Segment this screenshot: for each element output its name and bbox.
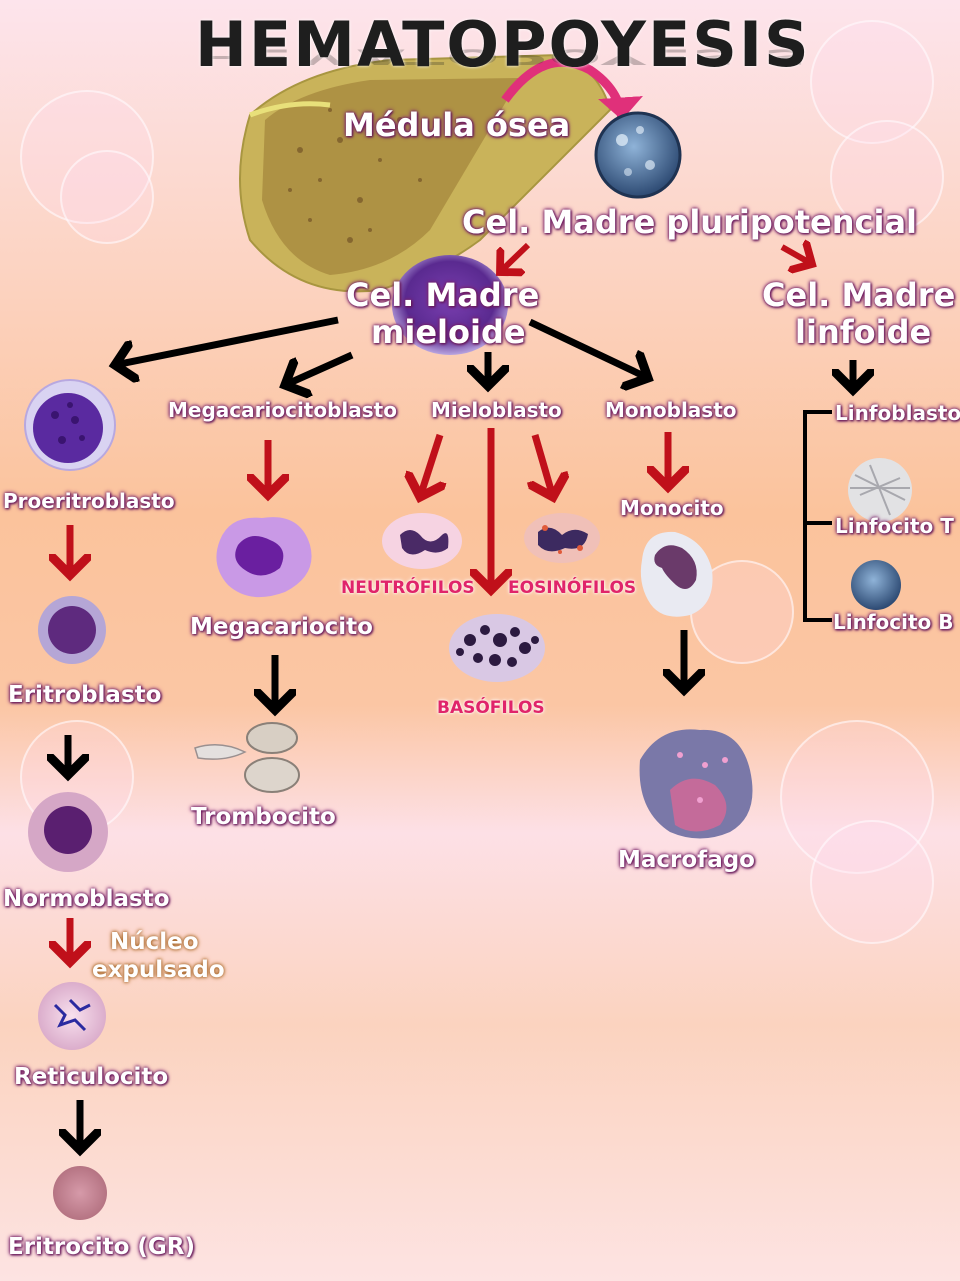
- proerythroblast-image: [24, 379, 116, 471]
- eosinophil-image: [524, 513, 600, 563]
- label-mieloide-line2: mieloide: [371, 313, 526, 351]
- myeloid-stem-cell-image: [392, 255, 508, 355]
- background-circle: [830, 120, 944, 234]
- background-circle: [810, 820, 934, 944]
- stem-cell-image: [594, 111, 682, 199]
- label-eritroblasto: Eritroblasto: [8, 682, 162, 708]
- label-megacariocitoblasto: Megacariocitoblasto: [168, 398, 397, 422]
- normoblast-image: [28, 792, 108, 872]
- background-circle: [60, 150, 154, 244]
- neutrophil-image: [382, 513, 462, 569]
- lymphoid-bracket: [803, 410, 832, 622]
- label-mieloide-line1: Cel. Madre: [346, 276, 540, 314]
- label-normoblasto: Normoblasto: [3, 886, 170, 912]
- lymphocyte-t-image: [848, 458, 912, 522]
- reticulocyte-image: [38, 982, 106, 1050]
- erythroblast-image: [38, 596, 106, 664]
- label-linfocito-b: Linfocito B: [833, 610, 954, 634]
- label-reticulocito: Reticulocito: [14, 1064, 169, 1090]
- arrow: [115, 316, 339, 365]
- label-linfoblasto: Linfoblasto: [835, 401, 960, 425]
- label-monocito: Monocito: [620, 496, 724, 520]
- megakaryocyte-image: [216, 517, 312, 598]
- label-macrofago: Macrofago: [618, 847, 755, 873]
- label-megacariocito: Megacariocito: [190, 614, 373, 640]
- label-basofilos: BASÓFILOS: [437, 698, 545, 718]
- arrow: [285, 351, 354, 385]
- label-medula-osea: Médula ósea: [343, 106, 571, 144]
- macrophage-image: [639, 729, 753, 839]
- label-linfoide-line1: Cel. Madre: [762, 276, 956, 314]
- label-neutrofilos: NEUTRÓFILOS: [341, 578, 475, 598]
- label-linfocito-t: Linfocito T: [835, 514, 954, 538]
- label-monoblasto: Monoblasto: [605, 398, 737, 422]
- label-linfoide-line2: linfoide: [795, 313, 932, 351]
- arrow: [500, 242, 531, 272]
- arrow: [528, 318, 648, 378]
- label-trombocito: Trombocito: [191, 804, 336, 830]
- label-eritrocito: Eritrocito (GR): [8, 1234, 196, 1260]
- label-nucleo-expulsado-line2: expulsado: [92, 957, 225, 983]
- monocyte-image: [640, 531, 713, 617]
- bone-illustration: [239, 53, 612, 293]
- erythrocyte-image: [53, 1166, 107, 1220]
- label-nucleo-expulsado-line1: Núcleo: [110, 929, 199, 955]
- arrow: [420, 433, 440, 497]
- arrow: [780, 247, 812, 264]
- arrow: [535, 434, 553, 497]
- page-title: HEMATOPOYESIS: [195, 8, 811, 81]
- basophil-image: [449, 614, 545, 682]
- lymphocyte-b-image: [851, 560, 901, 610]
- label-mieloblasto: Mieloblasto: [431, 398, 562, 422]
- label-proeritroblasto: Proeritroblasto: [3, 489, 175, 513]
- label-eosinofilos: EOSINÓFILOS: [508, 578, 637, 598]
- label-pluripotencial: Cel. Madre pluripotencial: [462, 203, 917, 241]
- thrombocyte-image: [194, 722, 300, 793]
- curved-arrow: [501, 57, 643, 121]
